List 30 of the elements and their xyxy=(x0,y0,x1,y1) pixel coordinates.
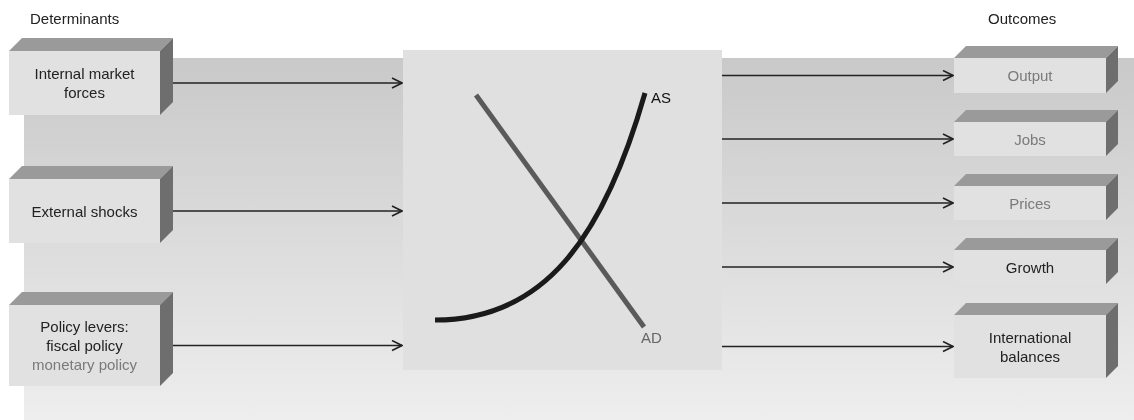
box-label: Output xyxy=(1007,66,1053,85)
chart-panel xyxy=(403,50,722,370)
arrow xyxy=(172,339,403,352)
arrow xyxy=(172,205,403,217)
column-heading: Outcomes xyxy=(988,10,1057,27)
box xyxy=(954,174,1118,220)
box-label: Growth xyxy=(1005,257,1055,277)
box-label: International balances xyxy=(987,327,1073,366)
curve-label: AS xyxy=(651,89,671,106)
box xyxy=(954,238,1118,284)
arrow xyxy=(721,340,954,353)
box-label: monetary policy xyxy=(31,355,137,374)
box xyxy=(954,46,1118,93)
box-label: Internal market forces xyxy=(33,64,136,102)
curve-label: AD xyxy=(641,329,662,346)
box-label: External shocks xyxy=(31,201,138,221)
arrow xyxy=(721,261,954,273)
box-label: Jobs xyxy=(1014,129,1046,149)
box xyxy=(954,110,1118,156)
arrow xyxy=(721,69,954,82)
column-heading: Determinants xyxy=(30,10,120,27)
arrow xyxy=(721,133,954,145)
box xyxy=(9,292,173,386)
box xyxy=(9,166,173,243)
box xyxy=(9,38,173,115)
arrow xyxy=(721,197,954,209)
arrow xyxy=(172,77,403,89)
box-label: Policy levers: fiscal policy xyxy=(39,317,130,355)
box xyxy=(954,303,1118,378)
box-label: Prices xyxy=(1009,193,1051,213)
